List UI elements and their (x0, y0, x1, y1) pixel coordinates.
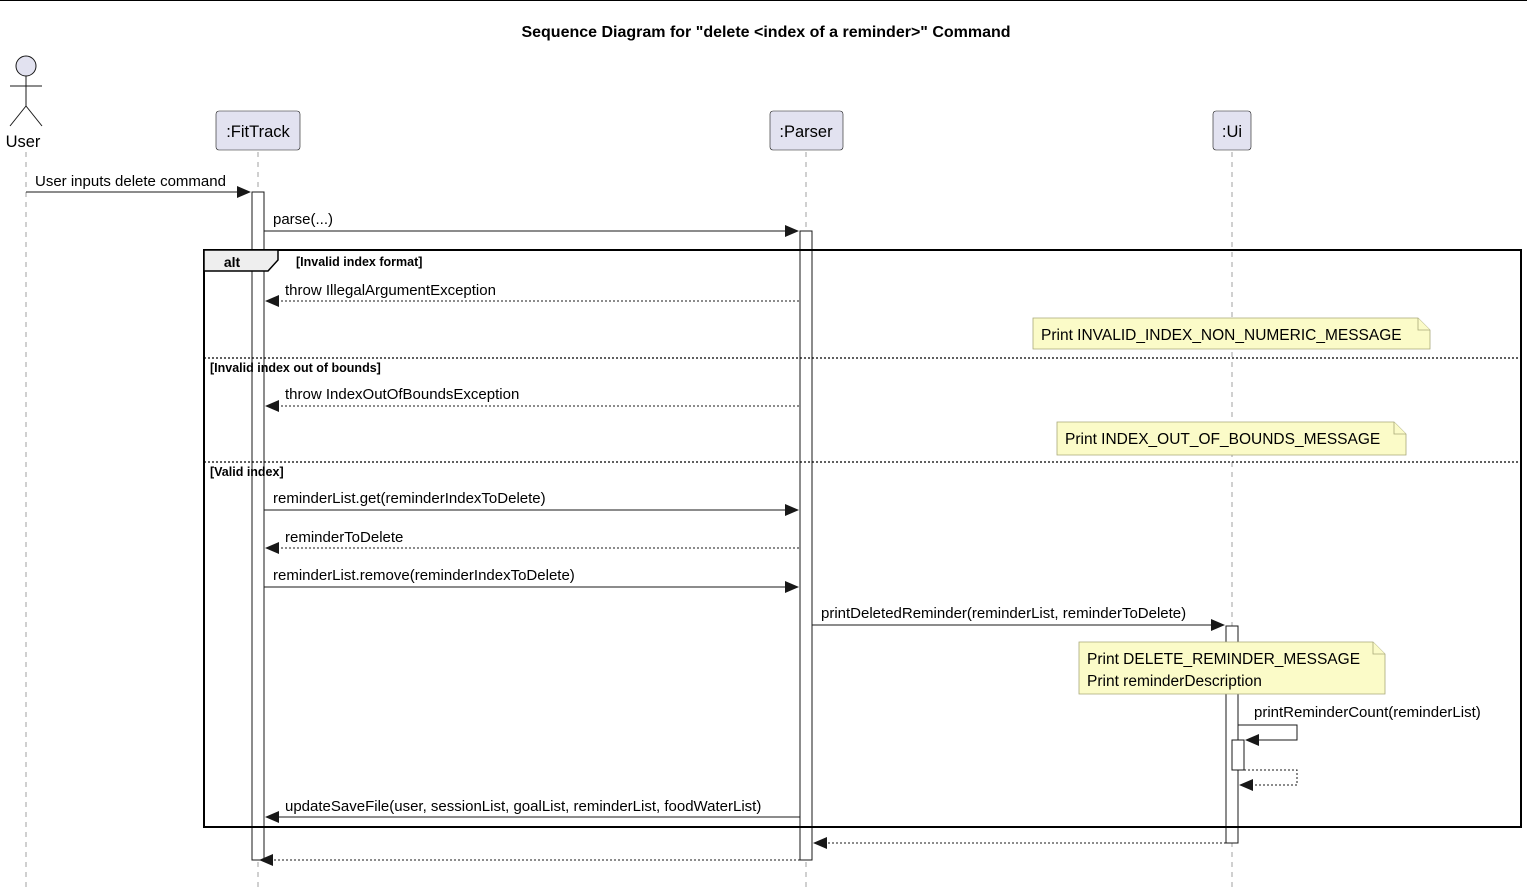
message-reminder-to-delete-return: reminderToDelete (265, 529, 799, 554)
message-label: printDeletedReminder(reminderList, remin… (821, 605, 1186, 622)
arrowhead (785, 225, 799, 237)
participant-fittrack-label: :FitTrack (226, 123, 290, 141)
note-delete-reminder-message: Print DELETE_REMINDER_MESSAGE Print remi… (1078, 641, 1386, 695)
note-box (1078, 641, 1386, 695)
message-update-save-file: updateSaveFile(user, sessionList, goalLi… (265, 798, 800, 823)
actor-label: User (6, 133, 41, 151)
message-label: parse(...) (273, 211, 333, 228)
participant-parser-label: :Parser (779, 123, 833, 141)
guard-out-of-bounds: [Invalid index out of bounds] (210, 361, 381, 375)
participant-ui-label: :Ui (1222, 123, 1242, 141)
arrowhead (265, 295, 279, 307)
participant-fittrack: :FitTrack (215, 110, 301, 151)
actor-head (15, 55, 37, 77)
alt-fragment: alt [Invalid index format] [Invalid inde… (203, 249, 1522, 828)
participant-ui: :Ui (1212, 110, 1252, 151)
note-line: Print INDEX_OUT_OF_BOUNDS_MESSAGE (1065, 431, 1380, 448)
message-label: throw IllegalArgumentException (285, 282, 496, 299)
message-label: reminderList.get(reminderIndexToDelete) (273, 490, 546, 507)
note-invalid-index-message: Print INVALID_INDEX_NON_NUMERIC_MESSAGE (1032, 317, 1431, 350)
message-throw-illegal-argument: throw IllegalArgumentException (265, 282, 799, 307)
message-label: updateSaveFile(user, sessionList, goalLi… (285, 798, 761, 815)
note-fold (1417, 318, 1430, 331)
note-box (1056, 421, 1407, 456)
message-print-deleted-reminder: printDeletedReminder(reminderList, remin… (812, 605, 1225, 631)
message-throw-index-out-of-bounds: throw IndexOutOfBoundsException (265, 386, 799, 412)
arrowhead (265, 400, 279, 412)
message-print-reminder-count: printReminderCount(reminderList) (1238, 704, 1481, 746)
guard-valid-index: [Valid index] (210, 465, 284, 479)
ui-nested-activation (1231, 739, 1245, 771)
diagram-title: Sequence Diagram for "delete <index of a… (521, 24, 1010, 41)
participant-ui-box (1212, 110, 1252, 151)
note-box (1032, 317, 1431, 350)
arrowhead (785, 581, 799, 593)
note-line: Print INVALID_INDEX_NON_NUMERIC_MESSAGE (1041, 327, 1402, 344)
message-reminder-list-remove: reminderList.remove(reminderIndexToDelet… (264, 567, 799, 593)
note-index-out-of-bounds-message: Print INDEX_OUT_OF_BOUNDS_MESSAGE (1056, 421, 1407, 456)
guard-invalid-format: [Invalid index format] (296, 255, 422, 269)
message-ui-return (813, 837, 1226, 849)
message-reminder-list-get: reminderList.get(reminderIndexToDelete) (264, 490, 799, 516)
alt-tab (203, 249, 279, 272)
message-label: reminderList.remove(reminderIndexToDelet… (273, 567, 575, 584)
message-line (1238, 724, 1298, 741)
arrowhead (1211, 619, 1225, 631)
note-fold (1372, 642, 1385, 655)
arrowhead (265, 811, 279, 823)
message-label: throw IndexOutOfBoundsException (285, 386, 519, 403)
message-print-reminder-count-return (1239, 769, 1298, 791)
message-label: reminderToDelete (285, 529, 403, 546)
note-line: Print DELETE_REMINDER_MESSAGE (1087, 651, 1360, 668)
actor-right-leg (25, 105, 43, 127)
alt-frame (203, 249, 1522, 828)
message-parser-return (259, 854, 800, 866)
alt-label: alt (224, 254, 241, 270)
note-line: Print reminderDescription (1087, 673, 1262, 690)
note-fold (1393, 422, 1406, 435)
message-label: User inputs delete command (35, 173, 226, 190)
arrowhead (1245, 734, 1259, 746)
arrowhead (813, 837, 827, 849)
user-actor: User (6, 55, 43, 151)
arrowhead (259, 854, 273, 866)
message-label: printReminderCount(reminderList) (1254, 704, 1481, 721)
message-line (1244, 769, 1298, 786)
participant-parser: :Parser (769, 110, 844, 151)
participant-fittrack-box (215, 110, 301, 151)
message-user-inputs-delete: User inputs delete command (26, 173, 251, 198)
arrowhead (1239, 779, 1253, 791)
message-parse: parse(...) (264, 211, 799, 237)
actor-left-leg (9, 105, 27, 127)
arrowhead (237, 186, 251, 198)
participant-parser-box (769, 110, 844, 151)
arrowhead (265, 542, 279, 554)
parser-activation (799, 230, 813, 861)
arrowhead (785, 504, 799, 516)
fittrack-activation (251, 191, 265, 861)
